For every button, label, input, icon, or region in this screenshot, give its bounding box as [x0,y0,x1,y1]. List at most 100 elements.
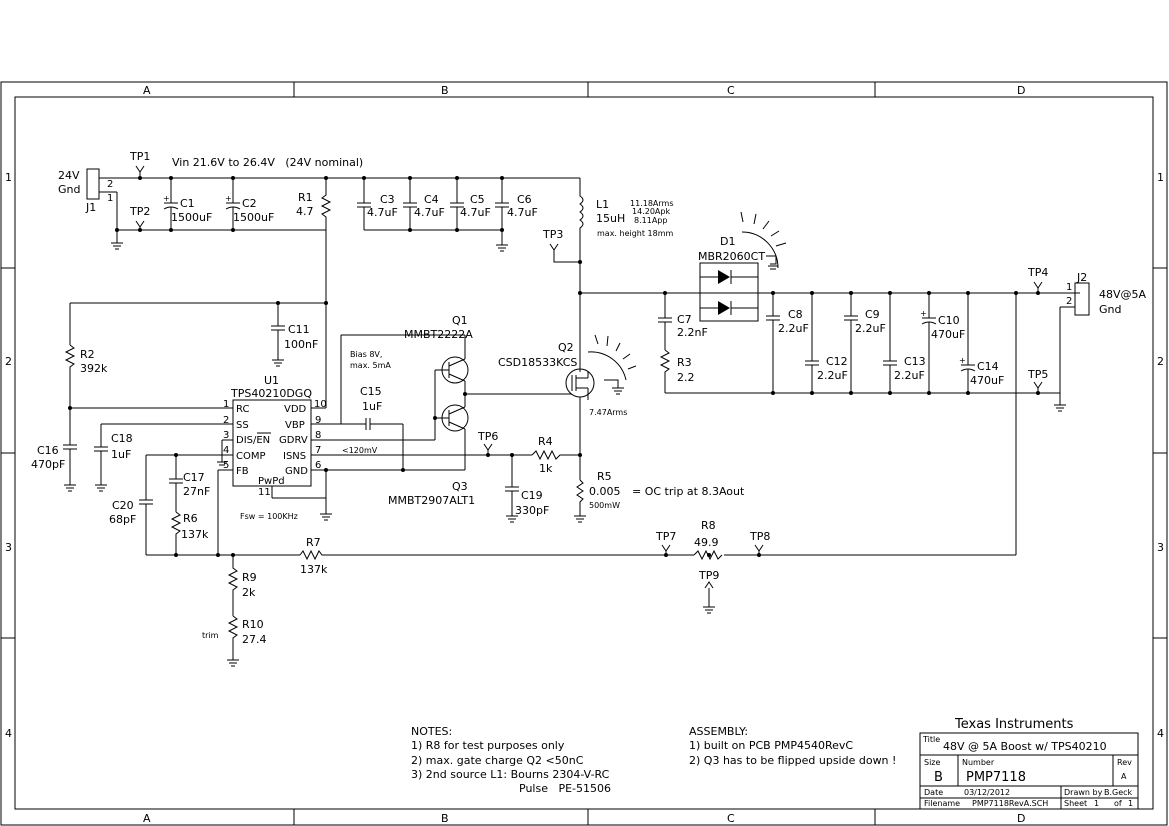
r7-value: 137k [300,563,328,576]
r5-ref: R5 [597,470,612,483]
u1-pin4-num: 4 [223,445,229,456]
sheet-frame: A B C D A B C D 1 2 3 4 1 2 3 4 [0,81,1168,826]
tb-sheet-label: Sheet [1064,799,1087,808]
tp8-label: TP8 [749,530,770,543]
tp1-testpoint: TP1 [129,150,150,178]
d1-ref: D1 [720,235,735,248]
tb-filename-label: Filename [924,799,960,808]
c3-ref: C3 [380,193,395,206]
c19-value: 330pF [515,504,549,517]
r8-ref: R8 [701,519,716,532]
q2-mosfet: Q2 CSD18533KCS 7.47Arms [465,293,637,480]
tp2-testpoint: TP2 [129,205,150,230]
tb-number-label: Number [962,758,995,767]
c18-ref: C18 [111,432,133,445]
frame-col-d-top: D [1017,84,1025,97]
tb-drawn-label: Drawn by [1064,788,1103,797]
c14-ref: C14 [977,360,999,373]
c16-value: 470pF [31,458,65,471]
u1-pin7-name: ISNS [283,451,306,462]
power-stage: L1 15uH 11.18Arms 14.20Apk 8.11App max. … [465,178,1080,523]
d1-value: MBR2060CT [698,250,765,263]
l1-ref: L1 [596,198,609,211]
frame-col-b-top: B [441,84,449,97]
u1-pin6-num: 6 [315,460,321,471]
u1-pin5-name: FB [236,466,249,477]
u1-pin1-name: RC [236,404,249,415]
r4-ref: R4 [538,435,553,448]
c9-ref: C9 [865,308,880,321]
q1-ref: Q1 [452,314,468,327]
r9-value: 2k [242,586,256,599]
j1-pin-2: 2 [107,179,113,190]
l1-spec-pp: 8.11App [634,216,667,225]
l1-spec-rms: 11.18Arms [630,199,673,208]
frame-row-2-left: 2 [5,355,12,368]
frame-row-4-right: 4 [1157,727,1164,740]
junction-dots [68,176,1040,557]
tp5-label: TP5 [1027,368,1048,381]
frame-col-a-top: A [143,84,151,97]
svg-text:+: + [920,309,927,318]
tb-of-label: of [1114,799,1122,808]
frame-col-c-top: C [727,84,735,97]
q1-transistor: Q1 MMBT2222A [404,314,473,397]
c15-value: 1uF [362,400,382,413]
ground-j1 [111,242,123,250]
q2-value: CSD18533KCS [498,356,577,369]
notes-line-4: Pulse PE-51506 [519,782,611,795]
tb-sheet: 1 [1094,799,1099,808]
c5-ref: C5 [470,193,485,206]
c18-value: 1uF [111,448,131,461]
u1-pin10-num: 10 [314,399,327,410]
tp6-testpoint: TP6 [477,430,498,455]
tp4-testpoint: TP4 [1027,266,1048,293]
tp3-testpoint: TP3 [542,228,580,263]
l1-spec-pk: 14.20Apk [632,207,670,216]
r2-ref: R2 [80,348,95,361]
r5-note: = OC trip at 8.3Aout [632,485,745,498]
tb-drawn: B.Geck [1104,788,1133,797]
assembly-line-2: 2) Q3 has to be flipped upside down ! [689,754,896,767]
c3-value: 4.7uF [367,206,398,219]
r10-value: 27.4 [242,633,267,646]
c4-ref: C4 [424,193,439,206]
notes-line-1: 1) R8 for test purposes only [411,739,565,752]
u1-pin9-num: 9 [315,415,321,426]
input-section: 24V Gnd J1 2 1 Vin 21.6V to 26.4V (24V n… [58,150,580,303]
c12-value: 2.2uF [817,369,848,382]
r3-resistor: R3 2.2 [659,349,695,393]
tp1-label: TP1 [129,150,150,163]
c2-capacitor: + C2 1500uF [225,178,274,230]
q3-value: MMBT2907ALT1 [388,494,475,507]
tb-rev: A [1121,772,1127,781]
ceramic-bank: C3 4.7uF C4 4.7uF C5 4.7uF C6 4.7uF [357,178,538,252]
j1-ref: J1 [85,201,96,214]
l1-value: 15uH [596,212,625,225]
c5-value: 4.7uF [460,206,491,219]
q3-transistor: Q3 MMBT2907ALT1 [388,397,475,507]
tb-company: Texas Instruments [954,717,1074,732]
output-caps: + + C8 2.2uF C9 2.2uF C10 470uF C12 2.2u… [665,293,1060,394]
frame-row-1-left: 1 [5,171,12,184]
tb-date: 03/12/2012 [964,788,1010,797]
tp6-label: TP6 [477,430,498,443]
c17-ref: C17 [183,471,205,484]
r4-resistor: R4 1k [531,435,580,475]
r4-value: 1k [539,462,553,475]
u1-pin10-name: VDD [284,404,307,415]
c7-value: 2.2nF [677,326,708,339]
tp9-label: TP9 [698,569,719,582]
c17-capacitor: C17 27nF [169,455,210,512]
c4-value: 4.7uF [414,206,445,219]
frame-row-3-right: 3 [1157,541,1164,554]
c8-value: 2.2uF [778,322,809,335]
u1-pin3-num: 3 [223,430,229,441]
c12-ref: C12 [826,355,848,368]
tp2-label: TP2 [129,205,150,218]
notes-title: NOTES: [411,725,452,738]
tp7-label: TP7 [655,530,676,543]
u1-pad-name: PwPd [258,476,285,487]
r6-ref: R6 [183,512,198,525]
j2-label-48v: 48V@5A [1099,288,1147,301]
